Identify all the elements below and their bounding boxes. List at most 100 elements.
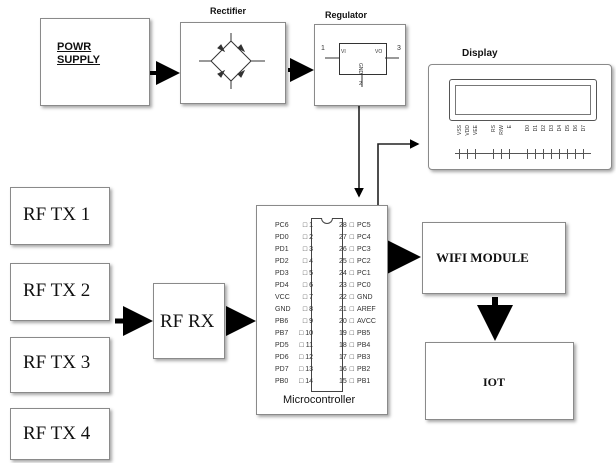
lcd-pin-lead: [459, 149, 460, 159]
lcd-pin-lead: [509, 149, 510, 159]
pin-pad-icon: □: [349, 330, 355, 337]
mcu-pin-right: 16□PB2: [339, 366, 370, 373]
pin-pad-icon: □: [302, 294, 308, 301]
lcd-pin-lead: [467, 149, 468, 159]
mcu-pin-name: VCC: [275, 294, 290, 301]
lcd-pin-lead: [501, 149, 502, 159]
lcd-pin-lead: [567, 149, 568, 159]
lcd-pin-label: D4: [557, 125, 563, 132]
regulator-block: 1 VI VO 3 GND 2: [314, 24, 406, 106]
mcu-pin-right: 18□PB4: [339, 342, 370, 349]
lcd-pin-lead: [559, 149, 560, 159]
mcu-pin-name: PC6: [275, 222, 289, 229]
mcu-pin-name: PD6: [275, 354, 289, 361]
mcu-pin-number: 27: [339, 234, 347, 241]
mcu-pin-right: 21□AREF: [339, 306, 376, 313]
lcd-pin-label: D2: [541, 125, 547, 132]
rf-tx-3-block: RF TX 3: [10, 337, 110, 393]
pin-pad-icon: □: [298, 378, 304, 385]
mcu-pin-number: 6: [309, 282, 313, 289]
mcu-pin-number: 5: [309, 270, 313, 277]
mcu-pin-left: PD0□2: [257, 234, 313, 241]
mcu-pin-number: 13: [305, 366, 313, 373]
mcu-pin-left: PD1□3: [257, 246, 313, 253]
mcu-pin-name: PC4: [357, 234, 371, 241]
regulator-vo: VO: [375, 49, 383, 55]
mcu-pin-number: 21: [339, 306, 347, 313]
mcu-pin-number: 7: [309, 294, 313, 301]
mcu-pin-left: VCC □7: [257, 294, 313, 301]
pin-pad-icon: □: [299, 342, 304, 349]
microcontroller-label: Microcontroller: [283, 394, 356, 406]
lcd-pin-label: D7: [581, 125, 587, 132]
rf-rx-block: RF RX: [153, 283, 225, 359]
mcu-pin-right: 17□PB3: [339, 354, 370, 361]
display-title: Display: [462, 48, 498, 59]
mcu-pin-number: 12: [305, 354, 313, 361]
regulator-pin2: 2: [359, 81, 362, 87]
mcu-pin-name: PB2: [357, 366, 371, 373]
pin-pad-icon: □: [302, 318, 308, 325]
rf-rx-label: RF RX: [160, 311, 215, 332]
pin-pad-icon: □: [349, 366, 355, 373]
iot-label: IOT: [483, 375, 506, 389]
mcu-pin-name: PD4: [275, 282, 289, 289]
pin-pad-icon: □: [302, 282, 308, 289]
mcu-pin-right: 24□PC1: [339, 270, 371, 277]
lcd-pin-lead: [527, 149, 528, 159]
pin-pad-icon: □: [349, 354, 355, 361]
pin-pad-icon: □: [349, 258, 355, 265]
mcu-pin-right: 19□PB5: [339, 330, 370, 337]
pin-pad-icon: □: [302, 234, 308, 241]
lcd-pin-lead: [475, 149, 476, 159]
mcu-pin-name: PB0: [275, 378, 289, 385]
lcd-pin-lead: [535, 149, 536, 159]
wifi-module-label: WIFI MODULE: [436, 250, 529, 265]
power-supply-line2: SUPPLY: [57, 54, 101, 66]
mcu-pin-number: 8: [309, 306, 313, 313]
lcd-pin-label: D1: [533, 125, 539, 132]
mcu-pin-number: 16: [339, 366, 347, 373]
regulator-pin3: 3: [397, 45, 401, 52]
pin-pad-icon: □: [349, 270, 355, 277]
lcd-pin-label: VSS: [457, 125, 463, 136]
pin-pad-icon: □: [349, 246, 355, 253]
chip-notch: [321, 218, 333, 224]
pin-pad-icon: □: [302, 222, 308, 229]
regulator-pin1: 1: [321, 45, 325, 52]
mcu-pin-name: PB1: [357, 378, 371, 385]
lcd-pin-lead: [493, 149, 494, 159]
pin-pad-icon: □: [349, 378, 355, 385]
mcu-chip-outline: [311, 218, 343, 392]
regulator-vi: VI: [341, 49, 346, 55]
line-mcu-to-display: [377, 139, 420, 205]
mcu-pin-number: 23: [339, 282, 347, 289]
mcu-pin-number: 24: [339, 270, 347, 277]
pin-pad-icon: □: [302, 270, 308, 277]
lcd-pin-label: D5: [565, 125, 571, 132]
mcu-pin-right: 15□PB1: [339, 378, 370, 385]
mcu-pin-number: 14: [305, 378, 313, 385]
mcu-pin-left: GND□8: [257, 306, 313, 313]
pin-pad-icon: □: [302, 246, 308, 253]
pin-pad-icon: □: [298, 366, 304, 373]
lcd-screen: [449, 79, 597, 121]
regulator-gnd: GND: [357, 63, 363, 75]
lcd-pin-lead: [575, 149, 576, 159]
mcu-pin-name: PD2: [275, 258, 289, 265]
lcd-pin-label: D3: [549, 125, 555, 132]
lcd-pin-lead: [583, 149, 584, 159]
rf-tx-1-label: RF TX 1: [23, 204, 91, 225]
mcu-pin-number: 1: [309, 222, 313, 229]
mcu-pin-number: 9: [309, 318, 313, 325]
mcu-pin-right: 20□AVCC: [339, 318, 376, 325]
mcu-pin-number: 28: [339, 222, 347, 229]
pin-pad-icon: □: [349, 306, 355, 313]
iot-block: IOT: [425, 342, 574, 420]
mcu-pin-number: 11: [305, 342, 313, 349]
rf-tx-2-block: RF TX 2: [10, 263, 110, 321]
pin-pad-icon: □: [302, 258, 308, 265]
mcu-pin-name: PC0: [357, 282, 371, 289]
mcu-pin-left: PB6□9: [257, 318, 313, 325]
